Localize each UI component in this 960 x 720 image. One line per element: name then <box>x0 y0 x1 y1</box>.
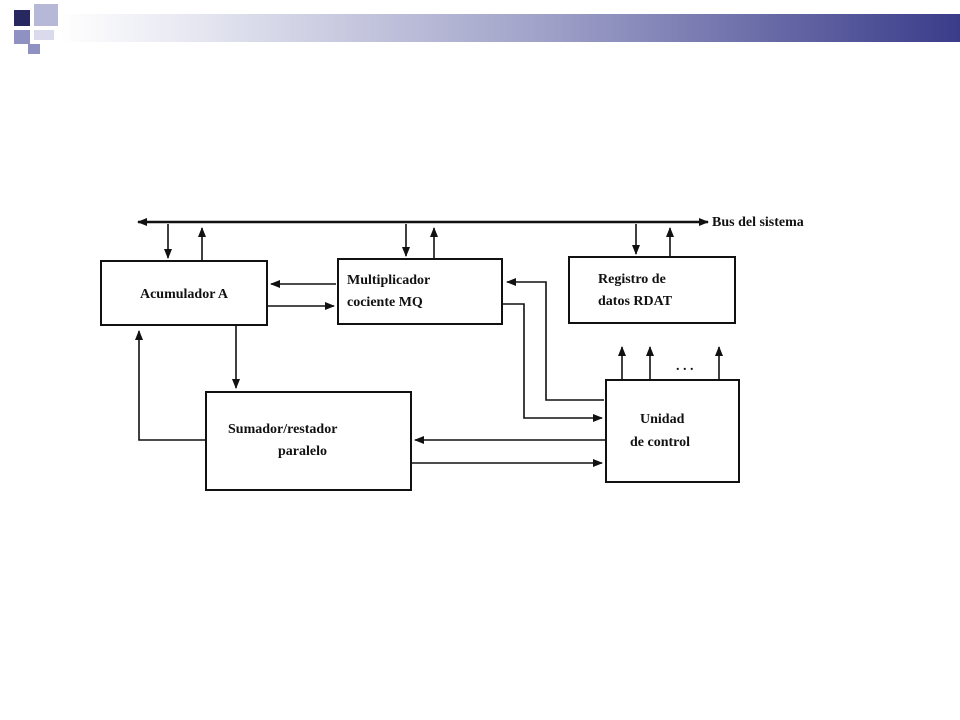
unidad-label-line1: Unidad <box>640 412 685 427</box>
logo-square-periwinkle-small <box>28 44 40 54</box>
multiplicador-label-line1: Multiplicador <box>347 273 430 288</box>
system-bus: Bus del sistema <box>137 215 804 230</box>
acumulador-label: Acumulador A <box>140 287 229 302</box>
bus-label: Bus del sistema <box>712 215 804 230</box>
block-registro: Registro de datos RDAT <box>568 256 736 324</box>
sumador-label-line2: paralelo <box>278 444 327 459</box>
block-unidad-control: Unidad de control <box>605 379 740 483</box>
block-multiplicador: Multiplicador cociente MQ <box>337 258 503 325</box>
logo-square-light <box>34 30 54 40</box>
unidad-label-line2: de control <box>630 435 690 450</box>
block-sumador: Sumador/restador paralelo <box>205 391 412 491</box>
sumador-label-line1: Sumador/restador <box>228 422 337 437</box>
multiplicador-label-line2: cociente MQ <box>347 295 423 310</box>
logo-square-lavender <box>34 4 58 26</box>
block-acumulador: Acumulador A <box>100 260 268 326</box>
multiplicador-to-control-arrow <box>503 303 603 422</box>
logo-square-periwinkle <box>14 30 30 44</box>
sumador-to-acumulador-arrow <box>135 330 206 441</box>
logo-square-navy <box>14 10 30 26</box>
header-gradient-bar <box>60 14 960 42</box>
registro-label-line1: Registro de <box>598 272 666 287</box>
control-output-ellipsis: . . . <box>676 359 694 374</box>
control-to-multiplicador-arrow <box>506 278 604 401</box>
registro-label-line2: datos RDAT <box>598 294 673 309</box>
